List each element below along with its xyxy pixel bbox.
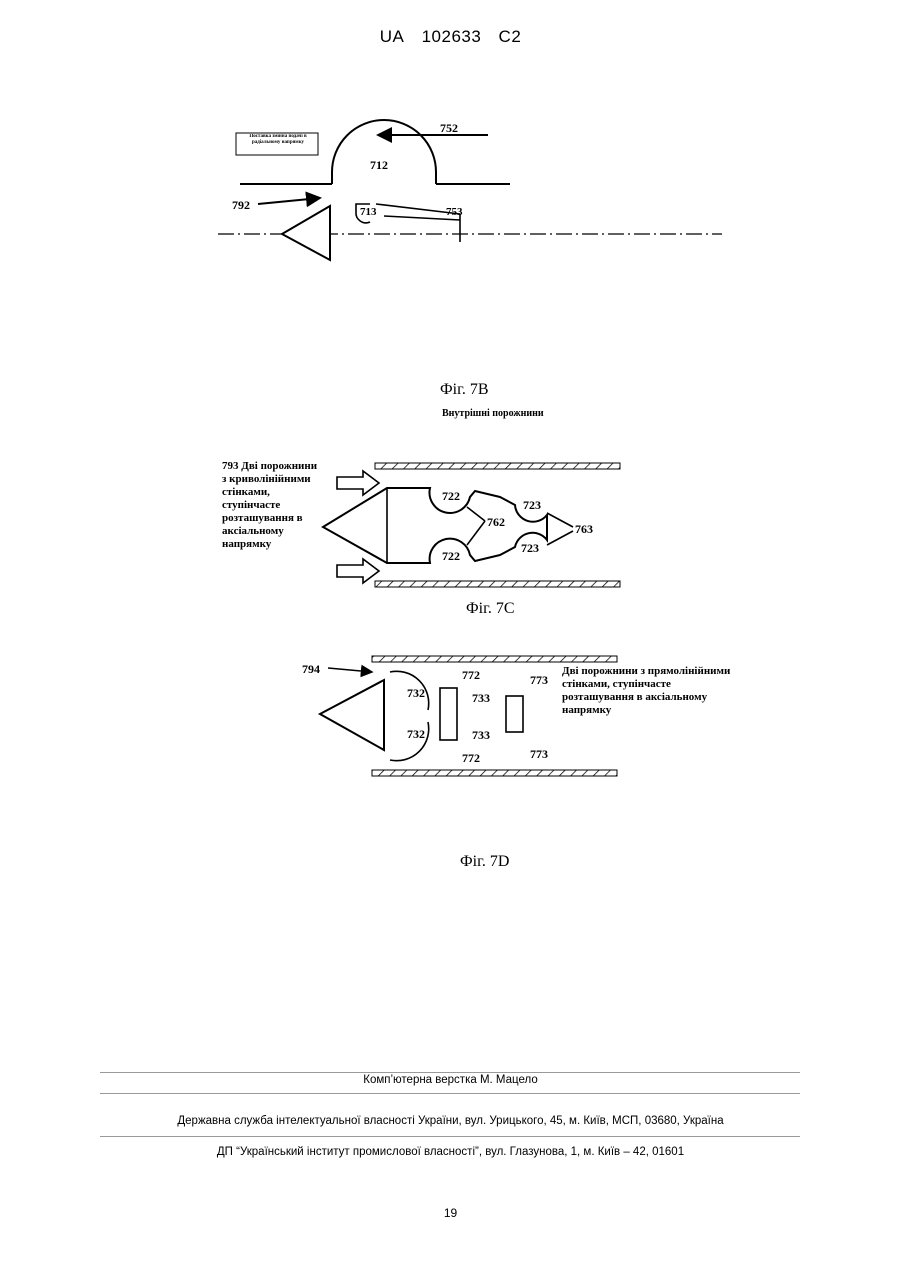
label-794: 794	[302, 662, 320, 676]
label-792: 792	[232, 198, 250, 212]
label-713: 713	[360, 206, 377, 218]
desc-line: розташування в аксіальному	[562, 691, 762, 704]
figure-7c-drawing: 722 722 723 723 762 763	[315, 455, 635, 595]
label-772b: 772	[462, 751, 480, 765]
rect-cavity	[506, 696, 523, 732]
bottom-wall	[372, 770, 617, 776]
figure-7b-drawing: Поставка змінна подачі в радіальному нап…	[210, 118, 730, 268]
label-763: 763	[575, 522, 593, 536]
footer-rule	[100, 1136, 800, 1137]
label-723a: 723	[523, 498, 541, 512]
note-box-text: Поставка змінна подачі в радіальному нап…	[238, 134, 318, 146]
cavity-712	[332, 120, 436, 184]
footer-layout-credit: Комп’ютерна верстка М. Мацело	[0, 1074, 901, 1086]
label-773a: 773	[530, 673, 548, 687]
inlet-arrow	[337, 559, 379, 583]
label-733a: 733	[472, 691, 490, 705]
label-753: 753	[446, 206, 463, 218]
cone-body	[323, 488, 547, 563]
top-wall	[372, 656, 617, 662]
desc-line: напрямку	[562, 704, 762, 717]
bottom-wall	[375, 581, 620, 587]
label-722b: 722	[442, 549, 460, 563]
top-wall	[375, 463, 620, 469]
label-752: 752	[440, 121, 458, 135]
figure-7d-caption: Фіг. 7D	[460, 853, 509, 871]
label-762: 762	[487, 515, 505, 529]
patent-country: UA	[380, 27, 405, 46]
footer-institute: ДП “Український інститут промислової вла…	[0, 1146, 901, 1158]
label-732b: 732	[407, 727, 425, 741]
patent-number: 102633	[422, 27, 482, 46]
rect-cavity	[440, 688, 457, 740]
figure-7d-description: Дві порожнини з прямолінійними стінками,…	[562, 665, 762, 717]
figure-7b-subtitle: Внутрішні порожнини	[442, 408, 544, 419]
figure-7c-caption: Фіг. 7C	[466, 600, 515, 618]
cone-body	[282, 206, 330, 260]
footer-rule	[100, 1072, 800, 1073]
label-733b: 733	[472, 728, 490, 742]
label-722a: 722	[442, 489, 460, 503]
inlet-arrow	[337, 471, 379, 495]
desc-line: стінками, ступінчасте	[562, 678, 762, 691]
desc-line: Дві порожнини з прямолінійними	[562, 665, 762, 678]
patent-header: UA 102633 C2	[0, 27, 901, 47]
footer-office: Державна служба інтелектуальної власност…	[0, 1115, 901, 1127]
figure-7b-caption: Фіг. 7B	[440, 381, 489, 399]
label-712: 712	[370, 158, 388, 172]
patent-kind: C2	[499, 27, 522, 46]
label-723b: 723	[521, 541, 539, 555]
page-number: 19	[0, 1206, 901, 1220]
footer-rule	[100, 1093, 800, 1094]
label-772a: 772	[462, 668, 480, 682]
cone-body	[320, 680, 384, 750]
label-773b: 773	[530, 747, 548, 761]
label-732a: 732	[407, 686, 425, 700]
